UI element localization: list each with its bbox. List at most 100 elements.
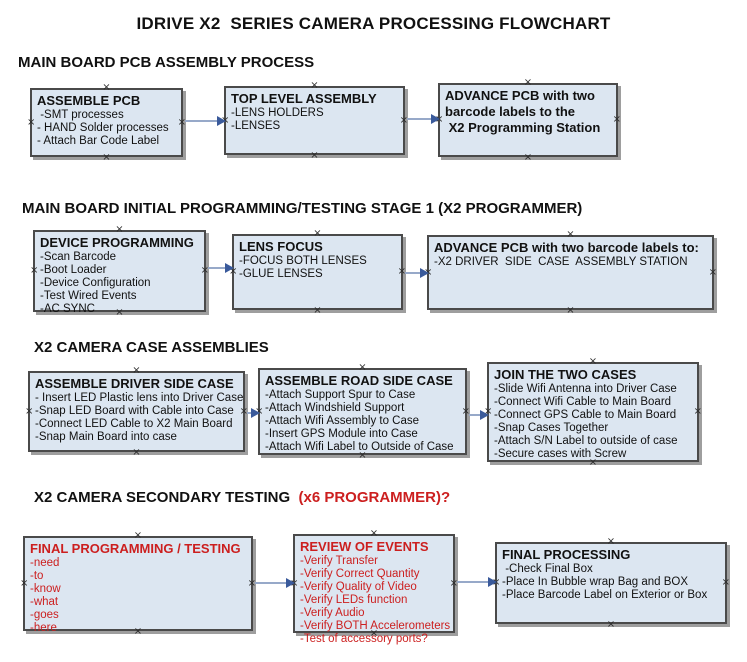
section-heading-secondary-testing: X2 CAMERA SECONDARY TESTING (x6 PROGRAMM… [34, 489, 450, 506]
heading-black-part: X2 CAMERA SECONDARY TESTING [34, 489, 299, 506]
box-item: -Place In Bubble wrap Bag and BOX [502, 576, 689, 588]
box-items: -LENS HOLDERS-LENSES [231, 107, 398, 133]
arrowhead-icon [225, 263, 234, 273]
anchor-x-icon: × [27, 116, 36, 128]
box-items: -Slide Wifi Antenna into Driver Case-Con… [494, 383, 692, 461]
box-item: -SMT processes [37, 109, 124, 121]
box-item: -Attach Support Spur to Case [265, 389, 416, 401]
box-items: -FOCUS BOTH LENSES-GLUE LENSES [239, 255, 396, 281]
flow-box-advance-pcb-driver-side: ADVANCE PCB with two barcode labels to: … [424, 229, 717, 316]
flow-box-assemble-road-side-case: ASSEMBLE ROAD SIDE CASE -Attach Support … [255, 362, 470, 461]
box-title: ADVANCE PCB with two barcode labels to: [434, 240, 699, 255]
box-item: -Connect GPS Cable to Main Board [494, 409, 677, 421]
box-item: -GLUE LENSES [239, 268, 323, 280]
box-title: REVIEW OF EVENTS [300, 539, 429, 554]
section-heading-pcb-assembly: MAIN BOARD PCB ASSEMBLY PROCESS [18, 54, 315, 71]
page-title: IDRIVE X2 SERIES CAMERA PROCESSING FLOWC… [136, 14, 611, 33]
box-item: -Place Barcode Label on Exterior or Box [502, 589, 708, 601]
anchor-x-icon: × [313, 228, 322, 239]
anchor-x-icon: × [566, 229, 575, 240]
anchor-x-icon: × [115, 224, 124, 235]
arrowhead-icon [251, 408, 260, 418]
box-item: -Snap LED Board with Cable into Case [35, 405, 234, 417]
box-title: ASSEMBLE ROAD SIDE CASE [265, 373, 453, 388]
anchor-x-icon: × [523, 152, 533, 163]
flow-arrow [247, 408, 260, 418]
box-item: -Test Wired Events [40, 290, 137, 302]
flow-box-device-programming: DEVICE PROGRAMMING -Scan Barcode-Boot Lo… [30, 224, 209, 318]
anchor-x-icon: × [606, 536, 616, 547]
anchor-x-icon: × [523, 77, 533, 88]
anchor-x-icon: × [310, 80, 319, 91]
anchor-x-icon: × [358, 362, 367, 373]
anchor-x-icon: × [132, 365, 141, 376]
box-items: -X2 DRIVER SIDE CASE ASSEMBLY STATION [434, 256, 707, 269]
anchor-x-icon: × [588, 356, 598, 367]
box-item: -Insert GPS Module into Case [265, 428, 418, 440]
box-title: ASSEMBLE DRIVER SIDE CASE [35, 376, 234, 391]
box-item: - Insert LED Plastic lens into Driver Ca… [35, 392, 244, 404]
box-title: JOIN THE TWO CASES [494, 367, 637, 382]
box-item: -Connect LED Cable to X2 Main Board [35, 418, 233, 430]
anchor-x-icon: × [102, 152, 111, 163]
box-title: LENS FOCUS [239, 239, 323, 254]
box-item: -Attach S/N Label to outside of case [494, 435, 678, 447]
flow-box-lens-focus: LENS FOCUS -FOCUS BOTH LENSES-GLUE LENSE… [229, 228, 406, 316]
box-items: -Check Final Box-Place In Bubble wrap Ba… [502, 563, 720, 602]
anchor-x-icon: × [606, 619, 616, 630]
box-item: -need [30, 557, 60, 569]
box-item: -what [30, 596, 59, 608]
anchor-x-icon: × [693, 406, 702, 417]
anchor-x-icon: × [25, 405, 34, 417]
box-items: -Scan Barcode-Boot Loader-Device Configu… [40, 251, 199, 316]
flow-arrow [185, 116, 226, 126]
box-item: -Device Configuration [40, 277, 151, 289]
flow-arrow [407, 114, 440, 124]
flow-arrow [208, 263, 234, 273]
arrowhead-icon [286, 578, 295, 588]
box-item: -Verify BOTH Accelerometers [300, 620, 451, 632]
box-title: ADVANCE PCB with two barcode labels to t… [445, 88, 601, 135]
box-item: -to [30, 570, 44, 582]
heading-red-part: (x6 PROGRAMMER)? [298, 489, 451, 506]
box-item: -Verify Audio [300, 607, 365, 619]
section-heading-case-assemblies: X2 CAMERA CASE ASSEMBLIES [34, 339, 269, 356]
section-heading-initial-programming: MAIN BOARD INITIAL PROGRAMMING/TESTING S… [22, 200, 583, 217]
box-item: -here [30, 622, 57, 634]
anchor-x-icon: × [721, 577, 730, 588]
flow-box-assemble-driver-side-case: ASSEMBLE DRIVER SIDE CASE - Insert LED P… [25, 365, 248, 458]
box-item: -Connect Wifi Cable to Main Board [494, 396, 672, 408]
box-title: DEVICE PROGRAMMING [40, 235, 194, 250]
arrowhead-icon [488, 577, 497, 587]
box-item: -Verify Correct Quantity [300, 568, 420, 580]
flow-box-final-processing: FINAL PROCESSING -Check Final Box-Place … [492, 536, 730, 630]
arrowhead-icon [217, 116, 226, 126]
anchor-x-icon: × [133, 530, 143, 541]
box-item: -Attach Wifi Assembly to Case [265, 415, 420, 427]
flow-box-top-level-assembly: TOP LEVEL ASSEMBLY -LENS HOLDERS-LENSES … [221, 80, 408, 161]
box-item: -X2 DRIVER SIDE CASE ASSEMBLY STATION [434, 256, 688, 268]
box-item: - HAND Solder processes [37, 122, 169, 134]
box-item: -Secure cases with Screw [494, 448, 627, 460]
flow-arrow [405, 268, 429, 278]
box-title: FINAL PROCESSING [502, 547, 631, 562]
flow-box-review-of-events: REVIEW OF EVENTS -Verify Transfer-Verify… [290, 529, 458, 646]
box-item: -Attach Windshield Support [265, 402, 405, 414]
box-item: -Test of accessory ports? [300, 633, 428, 645]
box-item: -Slide Wifi Antenna into Driver Case [494, 383, 677, 395]
box-item: -Verify Quality of Video [300, 581, 417, 593]
arrowhead-icon [431, 114, 440, 124]
anchor-x-icon: × [566, 305, 575, 316]
box-item: -AC SYNC [40, 303, 95, 315]
box-title: TOP LEVEL ASSEMBLY [231, 91, 377, 106]
anchor-x-icon: × [102, 82, 111, 93]
anchor-x-icon: × [612, 114, 621, 125]
box-item: -Boot Loader [40, 264, 107, 276]
box-items: -need-to-know-what-goes-here [30, 557, 246, 635]
flow-box-final-programming-testing: FINAL PROGRAMMING / TESTING -need-to-kno… [20, 530, 256, 637]
box-item: -goes [30, 609, 59, 621]
arrowhead-icon [420, 268, 429, 278]
anchor-x-icon: × [30, 265, 39, 276]
box-item: -LENS HOLDERS [231, 107, 324, 119]
anchor-x-icon: × [310, 150, 319, 161]
